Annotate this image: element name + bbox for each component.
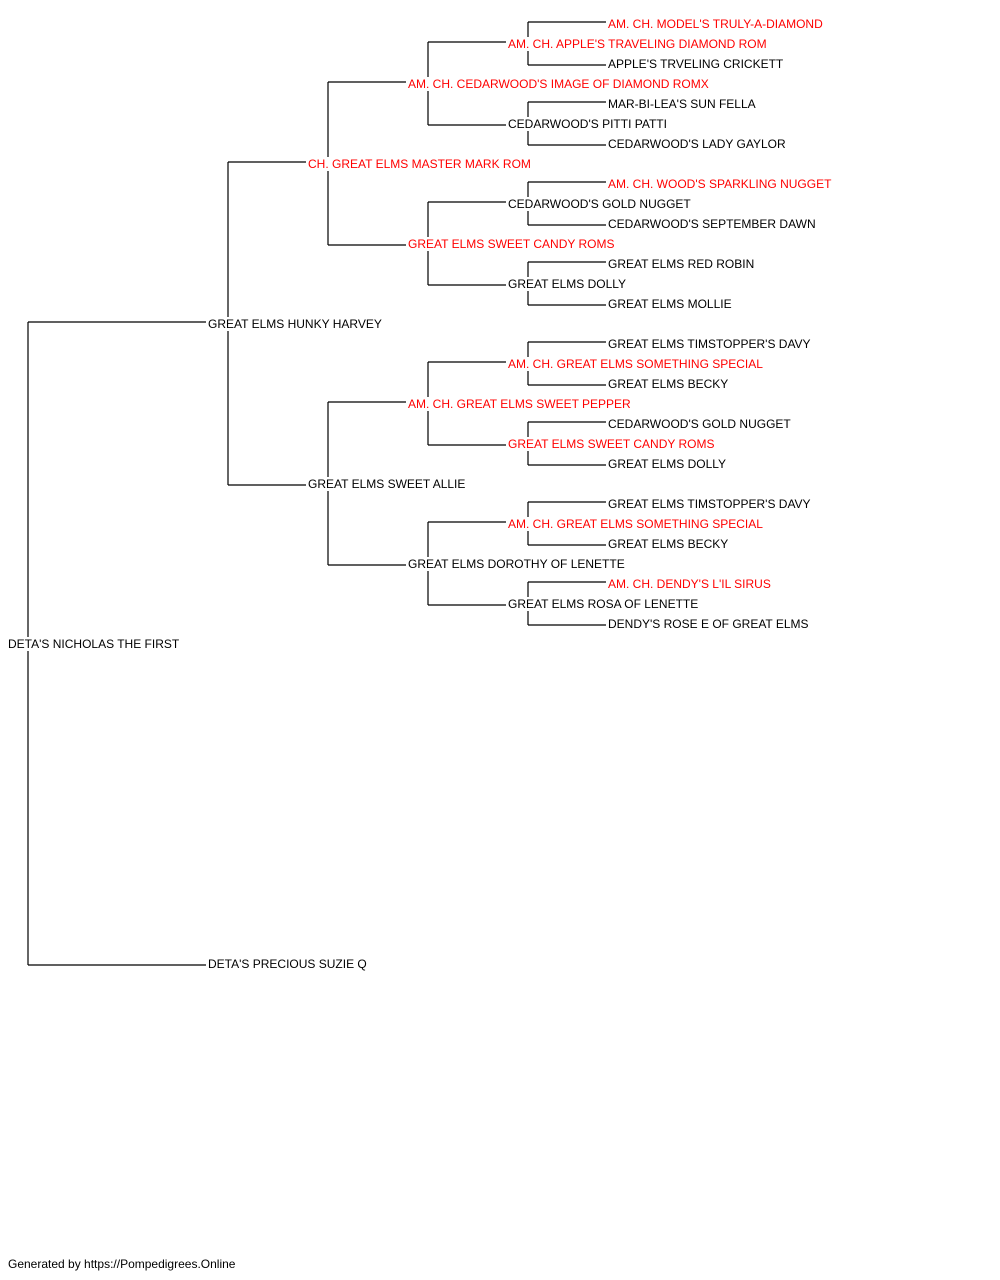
ggg-grandparent-13: GREAT ELMS TIMSTOPPER'S DAVY (608, 497, 813, 511)
gg-grandparent-dam-3: GREAT ELMS SWEET CANDY ROMS (508, 437, 717, 451)
ggg-grandparent-7: GREAT ELMS RED ROBIN (608, 257, 757, 271)
gg-grandparent-dam-1: CEDARWOOD'S PITTI PATTI (508, 117, 669, 131)
ggg-grandparent-3: MAR-BI-LEA'S SUN FELLA (608, 97, 758, 111)
ggg-grandparent-14: GREAT ELMS BECKY (608, 537, 731, 551)
ggg-grandparent-9: GREAT ELMS TIMSTOPPER'S DAVY (608, 337, 813, 351)
ggg-grandparent-15: AM. CH. DENDY'S L'IL SIRUS (608, 577, 773, 591)
gg-grandparent-sire-1: AM. CH. APPLE'S TRAVELING DIAMOND ROM (508, 37, 769, 51)
ggg-grandparent-8: GREAT ELMS MOLLIE (608, 297, 734, 311)
great-grandsire-2: AM. CH. GREAT ELMS SWEET PEPPER (408, 397, 633, 411)
ggg-grandparent-10: GREAT ELMS BECKY (608, 377, 731, 391)
great-granddam-1: GREAT ELMS SWEET CANDY ROMS (408, 237, 617, 251)
gg-grandparent-sire-3: AM. CH. GREAT ELMS SOMETHING SPECIAL (508, 357, 765, 371)
great-grandsire-1: AM. CH. CEDARWOOD'S IMAGE OF DIAMOND ROM… (408, 77, 711, 91)
dam: DETA'S PRECIOUS SUZIE Q (208, 957, 369, 971)
ggg-grandparent-1: AM. CH. MODEL'S TRULY-A-DIAMOND (608, 17, 825, 31)
paternal-granddam: GREAT ELMS SWEET ALLIE (308, 477, 468, 491)
ggg-grandparent-12: GREAT ELMS DOLLY (608, 457, 729, 471)
great-granddam-2: GREAT ELMS DOROTHY OF LENETTE (408, 557, 627, 571)
ggg-grandparent-16: DENDY'S ROSE E OF GREAT ELMS (608, 617, 811, 631)
ggg-grandparent-2: APPLE'S TRVELING CRICKETT (608, 57, 786, 71)
ggg-grandparent-11: CEDARWOOD'S GOLD NUGGET (608, 417, 793, 431)
gg-grandparent-sire-2: CEDARWOOD'S GOLD NUGGET (508, 197, 693, 211)
ggg-grandparent-5: AM. CH. WOOD'S SPARKLING NUGGET (608, 177, 834, 191)
gg-grandparent-sire-4: AM. CH. GREAT ELMS SOMETHING SPECIAL (508, 517, 765, 531)
ggg-grandparent-6: CEDARWOOD'S SEPTEMBER DAWN (608, 217, 818, 231)
gg-grandparent-dam-2: GREAT ELMS DOLLY (508, 277, 629, 291)
subject-dog: DETA'S NICHOLAS THE FIRST (8, 637, 182, 651)
paternal-grandsire: CH. GREAT ELMS MASTER MARK ROM (308, 157, 533, 171)
sire: GREAT ELMS HUNKY HARVEY (208, 317, 384, 331)
gg-grandparent-dam-4: GREAT ELMS ROSA OF LENETTE (508, 597, 701, 611)
ggg-grandparent-4: CEDARWOOD'S LADY GAYLOR (608, 137, 788, 151)
generated-by-footer: Generated by https://Pompedigrees.Online (8, 1257, 236, 1271)
